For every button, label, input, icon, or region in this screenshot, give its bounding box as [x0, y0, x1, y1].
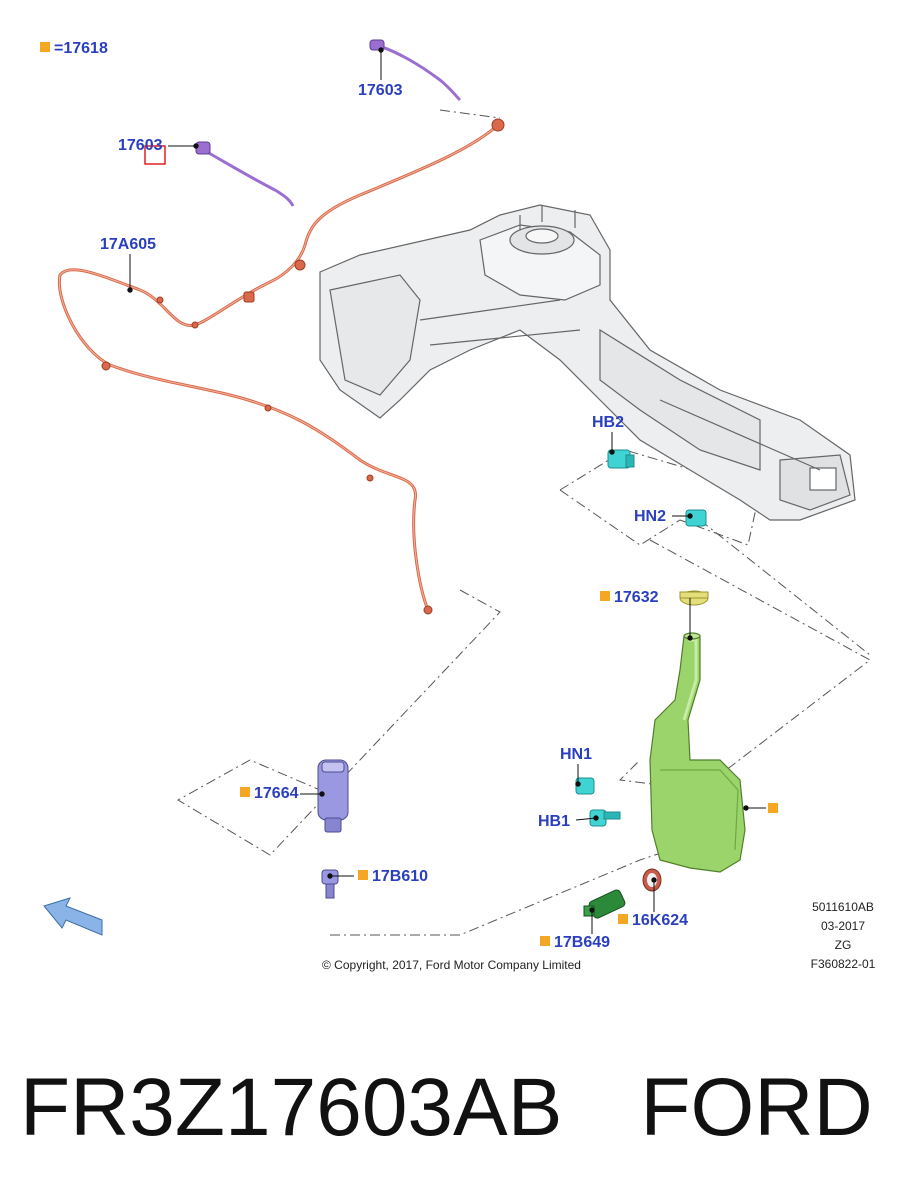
callout-17B610: 17B610: [358, 868, 428, 886]
callout-HB1: HB1: [538, 813, 571, 830]
legend: =17618: [40, 40, 108, 58]
callout-17B649-text: 17B649: [554, 934, 611, 951]
washer-hose: [57, 123, 500, 612]
callout-16K624: 16K624: [618, 912, 688, 930]
callout-17603-top: 17603: [358, 82, 403, 99]
new-part-marker-icon: [768, 803, 778, 814]
callout-17B649: 17B649: [540, 934, 610, 952]
leader-lines: [127, 47, 766, 934]
new-part-marker-icon: [600, 591, 610, 602]
clip-hb2: [607, 449, 635, 469]
callout-17664-text: 17664: [254, 785, 299, 802]
new-part-marker-icon: [358, 870, 368, 881]
callout-17A605: 17A605: [100, 236, 157, 253]
callout-17B610-text: 17B610: [372, 868, 429, 885]
callout-17664: 17664: [240, 785, 299, 803]
part-number-caption: FR3Z17603AB FORD: [20, 1048, 900, 1168]
brand-name: FORD: [640, 1062, 873, 1153]
new-part-marker-icon: [240, 787, 250, 798]
highlight-box: [144, 145, 166, 165]
direction-arrow-icon: [43, 897, 103, 936]
clip-hn1: [575, 777, 595, 795]
legend-text: =17618: [54, 40, 108, 57]
callout-17632-text: 17632: [614, 589, 659, 606]
new-part-marker-icon: [618, 914, 628, 925]
callout-17632: 17632: [600, 589, 659, 607]
new-part-marker-icon: [540, 936, 550, 947]
washer-nozzle-left: [195, 141, 295, 207]
illustration-code: 5011610AB: [812, 900, 874, 914]
vehicle-body-structure: [319, 204, 856, 521]
exploded-parts-diagram: [43, 39, 871, 936]
callout-reservoir-marker: [768, 801, 782, 819]
callout-HB2: HB2: [592, 414, 625, 431]
callout-16K624-text: 16K624: [632, 912, 689, 929]
washer-pump: [317, 759, 349, 833]
hose-connectors: [101, 118, 505, 615]
callout-17603-left: 17603: [118, 137, 163, 154]
callout-HN1: HN1: [560, 746, 593, 763]
sensor-grommet: [642, 868, 662, 892]
reservoir-cap: [679, 590, 709, 606]
part-number: FR3Z17603AB: [20, 1062, 563, 1153]
illustration-date: 03-2017: [820, 919, 866, 933]
figure-number: F360822-01: [810, 957, 876, 971]
callout-HN2: HN2: [634, 508, 667, 525]
washer-fluid-reservoir: [649, 632, 746, 873]
illustration-zone: ZG: [834, 938, 852, 952]
legend-marker-icon: [40, 42, 50, 53]
copyright-notice: © Copyright, 2017, Ford Motor Company Li…: [322, 958, 581, 972]
